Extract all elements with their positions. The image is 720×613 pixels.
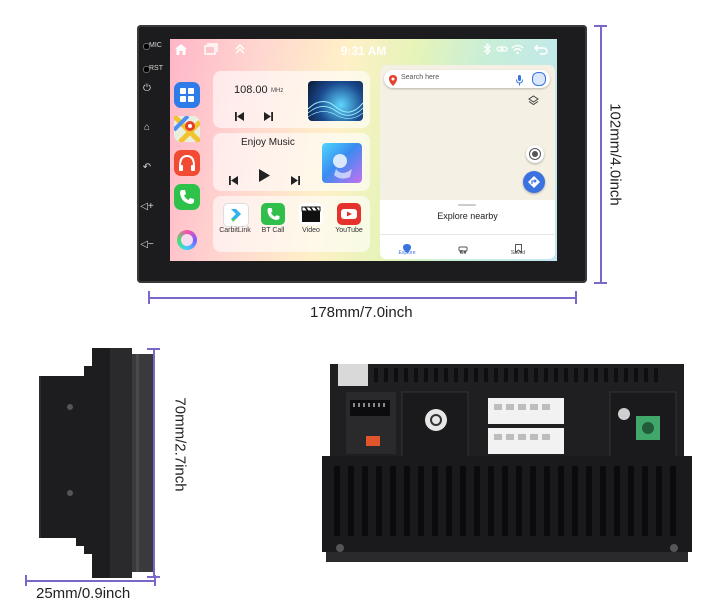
mic-label: MIC (149, 42, 162, 49)
bt-call-icon[interactable] (261, 203, 285, 225)
head-unit-rear-view (322, 356, 692, 564)
side-height-dimension-line (153, 348, 155, 577)
app-grid-icon[interactable] (174, 82, 200, 108)
side-height-dimension-tick (147, 348, 160, 350)
location-icon[interactable] (526, 145, 544, 163)
car-icon[interactable] (458, 240, 468, 258)
maps-pin-icon (389, 73, 397, 91)
chevron-up-icon[interactable] (234, 43, 246, 58)
app-row: CarbitLink BT Call Video YouTube (213, 196, 370, 252)
carbitlink-icon[interactable] (223, 203, 249, 227)
next-icon[interactable] (290, 172, 300, 190)
maps-icon[interactable] (172, 114, 202, 144)
radio-frequency: 108.00 (234, 84, 268, 96)
volume-up-icon[interactable]: ◁+ (140, 201, 154, 212)
side-height-dimension-tick (147, 576, 160, 578)
layers-icon[interactable] (528, 95, 539, 108)
directions-icon[interactable] (523, 171, 545, 193)
bottom-sheet[interactable]: Explore nearby Explore Go Saved (380, 200, 555, 259)
music-card[interactable]: Enjoy Music (213, 133, 370, 191)
screen: 9:31 AM 108.00 MHz (170, 39, 557, 261)
radio-card[interactable]: 108.00 MHz (213, 71, 370, 128)
power-icon[interactable]: ⏻ (143, 83, 151, 94)
sheet-divider (380, 234, 555, 235)
width-dimension-tick (575, 291, 577, 304)
previous-icon[interactable] (229, 172, 239, 190)
width-dimension-label: 178mm/7.0inch (310, 304, 413, 321)
nav-explore[interactable]: Explore (398, 250, 416, 256)
video-icon[interactable] (299, 203, 323, 225)
sheet-title: Explore nearby (437, 211, 498, 221)
bluetooth-icon (483, 42, 491, 58)
home-icon[interactable] (174, 43, 188, 59)
youtube-icon[interactable] (337, 203, 361, 225)
depth-dimension-tick (25, 575, 27, 586)
bookmark-icon[interactable] (515, 240, 522, 258)
height-dimension-label: 102mm/4.0inch (606, 103, 624, 206)
nav-go[interactable]: Go (459, 250, 467, 256)
reset-hole[interactable] (143, 66, 150, 73)
status-time: 9:31 AM (340, 44, 387, 58)
search-placeholder: Search here (401, 74, 440, 81)
rst-label: RST (149, 65, 163, 72)
music-title: Enjoy Music (241, 137, 295, 148)
back-icon[interactable]: ↶ (142, 162, 152, 173)
depth-dimension-tick (154, 575, 156, 586)
back-arrow-icon[interactable] (534, 43, 548, 58)
depth-dimension-label: 25mm/0.9inch (36, 585, 131, 602)
wifi-icon (511, 43, 524, 58)
nav-saved[interactable]: Saved (510, 250, 526, 256)
mic-hole (143, 43, 150, 50)
radio-unit: MHz (271, 88, 284, 94)
bt-call-label: BT Call (261, 227, 285, 234)
side-height-dimension-label: 70mm/2.7inch (171, 397, 189, 492)
width-dimension-tick (148, 291, 150, 304)
volume-down-icon[interactable]: ◁− (140, 239, 154, 250)
home-icon[interactable]: ⌂ (143, 122, 151, 133)
previous-icon[interactable] (235, 108, 245, 126)
link-icon (496, 43, 508, 58)
siri-icon[interactable] (177, 230, 197, 250)
height-dimension-tick (594, 282, 607, 284)
height-dimension-tick (594, 25, 607, 27)
mic-icon[interactable] (516, 73, 523, 91)
next-icon[interactable] (263, 108, 273, 126)
radio-artwork (307, 81, 364, 121)
height-dimension-line (600, 25, 602, 283)
sheet-handle[interactable] (458, 204, 476, 206)
head-unit-side-view (36, 348, 156, 578)
explore-icon[interactable] (403, 240, 411, 258)
headphones-icon[interactable] (174, 150, 200, 176)
status-bar: 9:31 AM (170, 39, 557, 63)
window-icon[interactable] (204, 43, 218, 58)
depth-dimension-line (25, 580, 155, 582)
width-dimension-line (148, 297, 576, 299)
youtube-label: YouTube (335, 227, 363, 234)
search-bar[interactable]: Search here (384, 70, 550, 88)
play-icon[interactable] (259, 169, 270, 187)
carbitlink-label: CarbitLink (219, 227, 251, 234)
video-label: Video (302, 227, 320, 234)
music-artwork (322, 143, 362, 183)
profile-icon[interactable] (532, 72, 546, 86)
map-panel[interactable]: Search here Explore nearby Explore (380, 65, 555, 259)
phone-icon[interactable] (174, 184, 200, 210)
